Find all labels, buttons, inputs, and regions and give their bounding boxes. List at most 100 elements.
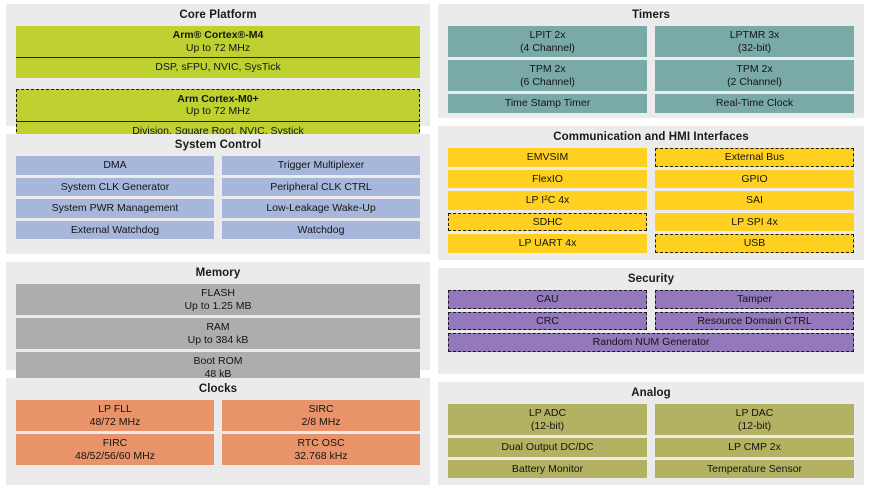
communication-row: SDHC LP SPI 4x (448, 212, 854, 231)
analog-row: Battery Monitor Temperature Sensor (448, 459, 854, 478)
core-block-m0plus[interactable]: Arm Cortex-M0+ Up to 72 MHz Division, Sq… (16, 88, 420, 142)
panel-title-clocks: Clocks (198, 383, 238, 395)
panel-title-timers: Timers (631, 9, 671, 21)
panel-communication-hmi: Communication and HMI Interfaces EMVSIM … (438, 126, 864, 261)
block-dma[interactable]: DMA (16, 156, 214, 175)
panel-timers: Timers LPIT 2x (4 Channel) LPTMR 3x (32-… (438, 4, 864, 118)
panel-analog: Analog LP ADC (12-bit) LP DAC (12-bit) D… (438, 382, 864, 485)
block-flash-label: FLASH (201, 287, 235, 299)
panel-clocks: Clocks LP FLL 48/72 MHz SIRC 2/8 MHz FIR… (6, 378, 430, 485)
block-flexio[interactable]: FlexIO (448, 169, 647, 188)
block-battery-monitor[interactable]: Battery Monitor (448, 459, 647, 478)
core-m0plus-features: Division, Square Root, NVIC, Systick (17, 120, 419, 142)
system-control-body: DMA Trigger Multiplexer System CLK Gener… (16, 156, 420, 247)
block-lp-fll-sub: 48/72 MHz (89, 415, 141, 428)
block-lp-cmp[interactable]: LP CMP 2x (655, 438, 854, 457)
block-usb[interactable]: USB (655, 234, 854, 253)
block-lp-i2c[interactable]: LP I²C 4x (448, 191, 647, 210)
block-sirc[interactable]: SIRC 2/8 MHz (222, 400, 420, 431)
block-lp-dac-label: LP DAC (735, 407, 774, 419)
panel-system-control: System Control DMA Trigger Multiplexer S… (6, 134, 430, 254)
security-body: CAU Tamper CRC Resource Domain CTRL Rand… (448, 290, 854, 367)
block-lptmr-label: LPTMR 3x (729, 29, 780, 41)
block-ram-sub: Up to 384 kB (187, 333, 249, 346)
block-real-time-clock[interactable]: Real-Time Clock (655, 94, 854, 113)
block-low-leakage-wake-up[interactable]: Low-Leakage Wake-Up (222, 199, 420, 218)
block-firc-label: FIRC (102, 437, 128, 449)
timers-row: LPIT 2x (4 Channel) LPTMR 3x (32-bit) (448, 26, 854, 57)
block-gpio[interactable]: GPIO (655, 169, 854, 188)
timers-row: Time Stamp Timer Real-Time Clock (448, 94, 854, 113)
block-tpm-2-channel[interactable]: TPM 2x (2 Channel) (655, 60, 854, 91)
block-crc[interactable]: CRC (448, 311, 647, 331)
communication-row: LP UART 4x USB (448, 234, 854, 253)
block-external-watchdog[interactable]: External Watchdog (16, 220, 214, 239)
block-sirc-sub: 2/8 MHz (301, 415, 341, 428)
clocks-row: LP FLL 48/72 MHz SIRC 2/8 MHz (16, 400, 420, 431)
timers-row: TPM 2x (6 Channel) TPM 2x (2 Channel) (448, 60, 854, 91)
block-lp-spi[interactable]: LP SPI 4x (655, 212, 854, 231)
core-spacer (16, 81, 420, 86)
block-lp-fll[interactable]: LP FLL 48/72 MHz (16, 400, 214, 431)
block-rtc-osc[interactable]: RTC OSC 32.768 kHz (222, 434, 420, 465)
block-ram-label: RAM (206, 321, 230, 333)
core-m4-speed: Up to 72 MHz (185, 41, 251, 54)
block-lptmr[interactable]: LPTMR 3x (32-bit) (655, 26, 854, 57)
analog-body: LP ADC (12-bit) LP DAC (12-bit) Dual Out… (448, 404, 854, 478)
core-m4-name: Arm® Cortex®-M4 (172, 29, 264, 41)
block-tpm-6-channel-label: TPM 2x (529, 63, 566, 75)
block-sdhc[interactable]: SDHC (448, 212, 647, 231)
block-time-stamp-timer[interactable]: Time Stamp Timer (448, 94, 647, 113)
block-lp-uart[interactable]: LP UART 4x (448, 234, 647, 253)
block-rtc-osc-label: RTC OSC (297, 437, 345, 449)
block-firc[interactable]: FIRC 48/52/56/60 MHz (16, 434, 214, 465)
block-watchdog[interactable]: Watchdog (222, 220, 420, 239)
block-lp-adc[interactable]: LP ADC (12-bit) (448, 404, 647, 435)
block-emvsim[interactable]: EMVSIM (448, 148, 647, 167)
block-system-clk-generator[interactable]: System CLK Generator (16, 177, 214, 196)
block-lpit-sub: (4 Channel) (520, 41, 575, 54)
core-m4-features: DSP, sFPU, NVIC, SysTick (16, 57, 420, 78)
block-lp-dac-sub: (12-bit) (737, 419, 772, 432)
block-tpm-6-channel[interactable]: TPM 2x (6 Channel) (448, 60, 647, 91)
block-resource-domain-ctrl[interactable]: Resource Domain CTRL (655, 311, 854, 331)
block-firc-sub: 48/52/56/60 MHz (75, 449, 155, 462)
clocks-body: LP FLL 48/72 MHz SIRC 2/8 MHz FIRC 48/52… (16, 400, 420, 465)
block-tamper[interactable]: Tamper (655, 290, 854, 309)
block-ram[interactable]: RAM Up to 384 kB (16, 318, 420, 349)
block-random-num-generator[interactable]: Random NUM Generator (448, 333, 854, 352)
core-m0plus-name: Arm Cortex-M0+ (177, 92, 259, 105)
block-peripheral-clk-ctrl[interactable]: Peripheral CLK CTRL (222, 177, 420, 196)
block-trigger-multiplexer[interactable]: Trigger Multiplexer (222, 156, 420, 175)
block-cau[interactable]: CAU (448, 290, 647, 309)
block-lp-adc-label: LP ADC (528, 407, 567, 419)
block-boot-rom[interactable]: Boot ROM 48 kB (16, 352, 420, 383)
core-m0plus-head: Arm Cortex-M0+ Up to 72 MHz (17, 90, 419, 121)
block-flash-sub: Up to 1.25 MB (184, 299, 252, 312)
security-row: CRC Resource Domain CTRL (448, 311, 854, 331)
block-lp-adc-sub: (12-bit) (530, 419, 565, 432)
block-flash[interactable]: FLASH Up to 1.25 MB (16, 284, 420, 315)
system-control-row: System CLK Generator Peripheral CLK CTRL (16, 177, 420, 196)
block-lpit-label: LPIT 2x (529, 29, 566, 41)
panel-title-core-platform: Core Platform (179, 9, 257, 21)
core-block-m4[interactable]: Arm® Cortex®-M4 Up to 72 MHz DSP, sFPU, … (16, 26, 420, 78)
block-dual-output-dcdc[interactable]: Dual Output DC/DC (448, 438, 647, 457)
block-temperature-sensor[interactable]: Temperature Sensor (655, 459, 854, 478)
panel-title-security: Security (627, 273, 675, 286)
core-m0plus-speed: Up to 72 MHz (185, 105, 251, 117)
block-external-bus[interactable]: External Bus (655, 148, 854, 167)
block-lpit[interactable]: LPIT 2x (4 Channel) (448, 26, 647, 57)
block-sai[interactable]: SAI (655, 191, 854, 210)
block-lp-dac[interactable]: LP DAC (12-bit) (655, 404, 854, 435)
block-system-pwr-management[interactable]: System PWR Management (16, 199, 214, 218)
block-tpm-2-channel-sub: (2 Channel) (727, 75, 782, 88)
panel-security: Security CAU Tamper CRC Resource Domain … (438, 268, 864, 374)
block-boot-rom-sub: 48 kB (204, 367, 232, 380)
block-lptmr-sub: (32-bit) (737, 41, 772, 54)
left-column: Core Platform Arm® Cortex®-M4 Up to 72 M… (6, 4, 430, 485)
timers-body: LPIT 2x (4 Channel) LPTMR 3x (32-bit) TP… (448, 26, 854, 113)
panel-title-analog: Analog (631, 387, 671, 399)
block-tpm-6-channel-sub: (6 Channel) (520, 75, 575, 88)
